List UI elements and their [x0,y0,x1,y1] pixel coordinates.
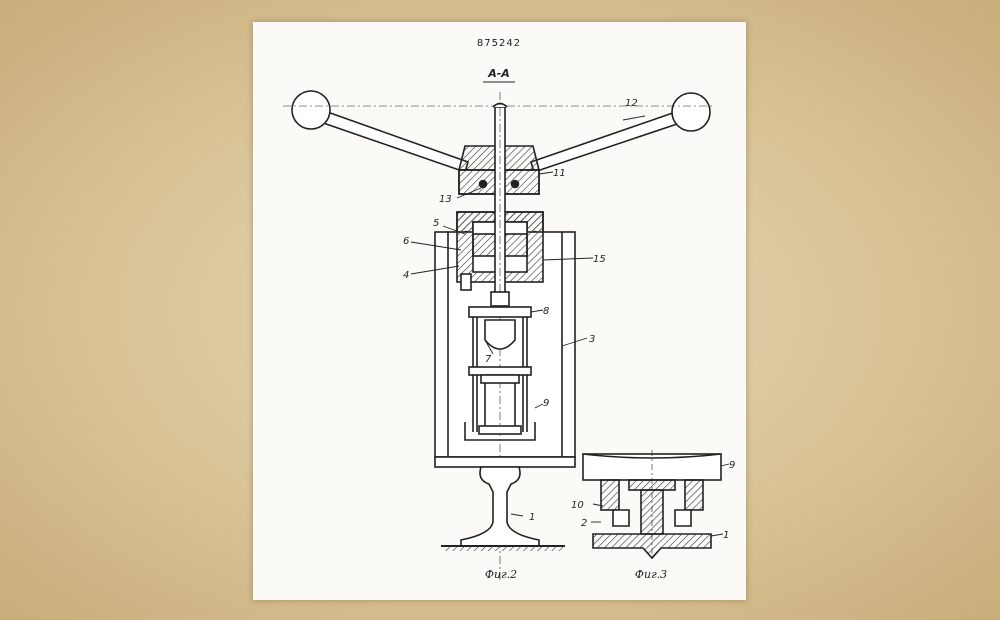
label-1: 1 [529,512,535,523]
fig3-detail [582,450,722,562]
label-8: 8 [543,306,549,317]
label-7: 7 [485,354,492,365]
section-label: А-А [487,67,510,80]
leader-lines [410,115,730,537]
part-labels: 12 11 13 5 6 4 15 8 7 3 9 1 9 10 2 1 [403,98,735,541]
fig3-label-9: 9 [729,460,735,471]
handle-knob-left [291,90,331,130]
label-11: 11 [553,168,566,179]
label-4: 4 [403,270,409,281]
patent-number: 875242 [477,38,521,49]
label-6: 6 [403,236,409,247]
fig3-label-1: 1 [723,530,729,541]
fig2-assembly [283,90,715,582]
label-12: 12 [625,98,638,109]
label-9: 9 [543,398,549,409]
fig3-caption: Фиг.3 [635,568,667,581]
label-3: 3 [589,334,595,345]
drawing-sheet: 875242 А-А [253,22,746,600]
label-10: 10 [571,500,584,511]
technical-drawing: 875242 А-А [283,38,735,582]
handle-knob-right [671,92,711,132]
label-2: 2 [581,518,587,529]
label-13: 13 [439,194,452,205]
label-15: 15 [593,254,606,265]
fig2-caption: Фиг.2 [485,568,517,581]
label-5: 5 [433,218,439,229]
